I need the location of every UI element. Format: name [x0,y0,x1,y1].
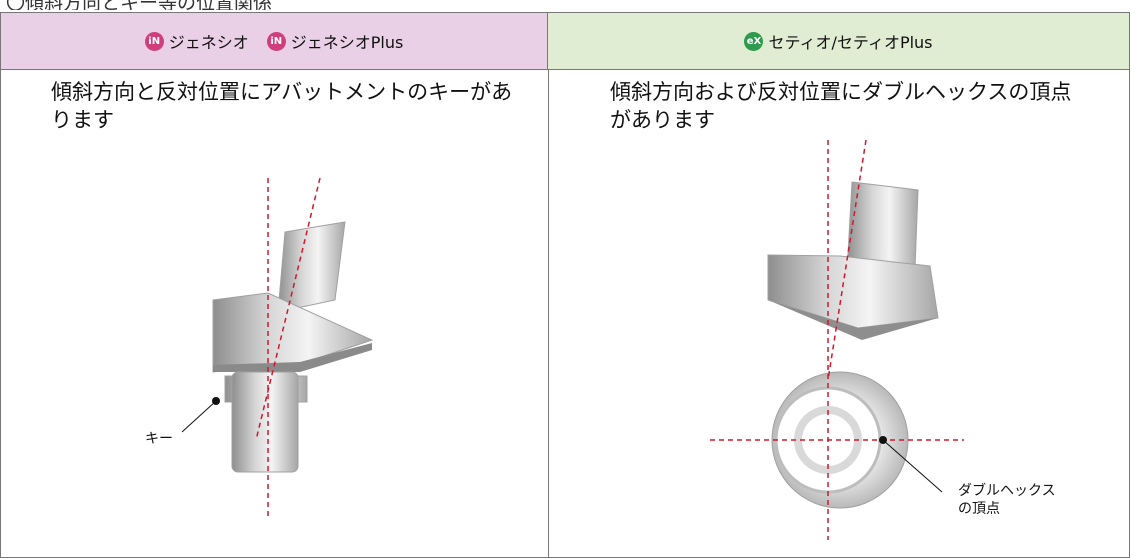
product-setio-label: セティオ/セティオPlus [768,33,933,52]
setio-badge-icon: eX [744,31,764,51]
genesio-badge-icon: iN [144,31,164,51]
key-leader-line [181,400,217,433]
hex-apex-leader-line [882,439,943,493]
setio-description: 傾斜方向および反対位置にダブルヘックスの頂点があります [610,80,1072,132]
genesio-description: 傾斜方向と反対位置にアバットメントのキーがあります [51,80,513,132]
header-setio: eX セティオ/セティオPlus [548,13,1129,70]
key-callout-label: キー [145,431,173,447]
column-divider [548,70,549,557]
hex-apex-callout-line1: ダブルヘックス [958,483,1056,499]
hex-apex-callout-line2: の頂点 [958,501,1000,517]
header-genesio: iN ジェネシオ iN ジェネシオPlus [1,13,548,70]
setio-abutment-image [767,181,939,340]
top-cut-text: 〇傾斜方向とキー等の位置関係 [0,0,1131,10]
comparison-table: iN ジェネシオ iN ジェネシオPlus eX セティオ/セティオPlus [0,12,1130,558]
product-genesio-plus-label: ジェネシオPlus [290,33,404,52]
genesio-abutment-image [212,221,374,473]
setio-tilt-axis [827,139,867,381]
product-genesio-label: ジェネシオ [168,33,249,52]
genesio-plus-badge-icon: iN [266,31,286,51]
